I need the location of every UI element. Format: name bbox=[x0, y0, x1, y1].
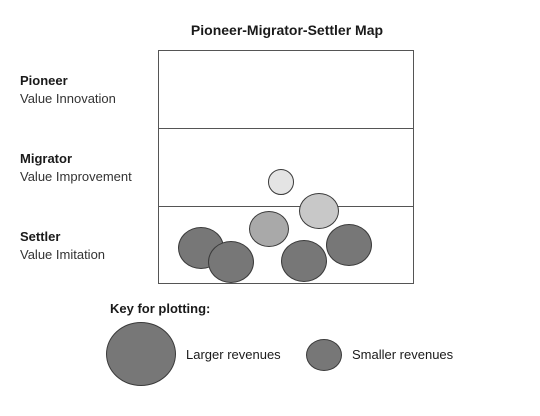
band-description: Value Imitation bbox=[20, 247, 106, 262]
migrator-row bbox=[159, 128, 413, 207]
band-description: Value Improvement bbox=[20, 169, 132, 184]
business-bubble bbox=[249, 211, 289, 247]
business-bubble bbox=[268, 169, 294, 195]
large-revenue-key-icon bbox=[106, 322, 176, 386]
business-bubble bbox=[326, 224, 372, 266]
band-label-migrator: Migrator Value Improvement bbox=[20, 150, 132, 186]
band-description: Value Innovation bbox=[20, 91, 116, 106]
large-revenue-label: Larger revenues bbox=[186, 347, 281, 362]
map-title: Pioneer-Migrator-Settler Map bbox=[190, 22, 384, 38]
small-revenue-label: Smaller revenues bbox=[352, 347, 454, 362]
band-label-pioneer: Pioneer Value Innovation bbox=[20, 72, 116, 108]
business-bubble bbox=[299, 193, 339, 229]
business-bubble bbox=[208, 241, 254, 283]
small-revenue-key-icon bbox=[306, 339, 342, 371]
key-title: Key for plotting: bbox=[110, 301, 211, 316]
business-bubble bbox=[281, 240, 327, 282]
band-name: Migrator bbox=[20, 151, 72, 166]
pioneer-row bbox=[159, 51, 413, 129]
pms-map-grid bbox=[158, 50, 414, 284]
band-name: Settler bbox=[20, 229, 61, 244]
band-name: Pioneer bbox=[20, 73, 68, 88]
band-label-settler: Settler Value Imitation bbox=[20, 228, 105, 264]
